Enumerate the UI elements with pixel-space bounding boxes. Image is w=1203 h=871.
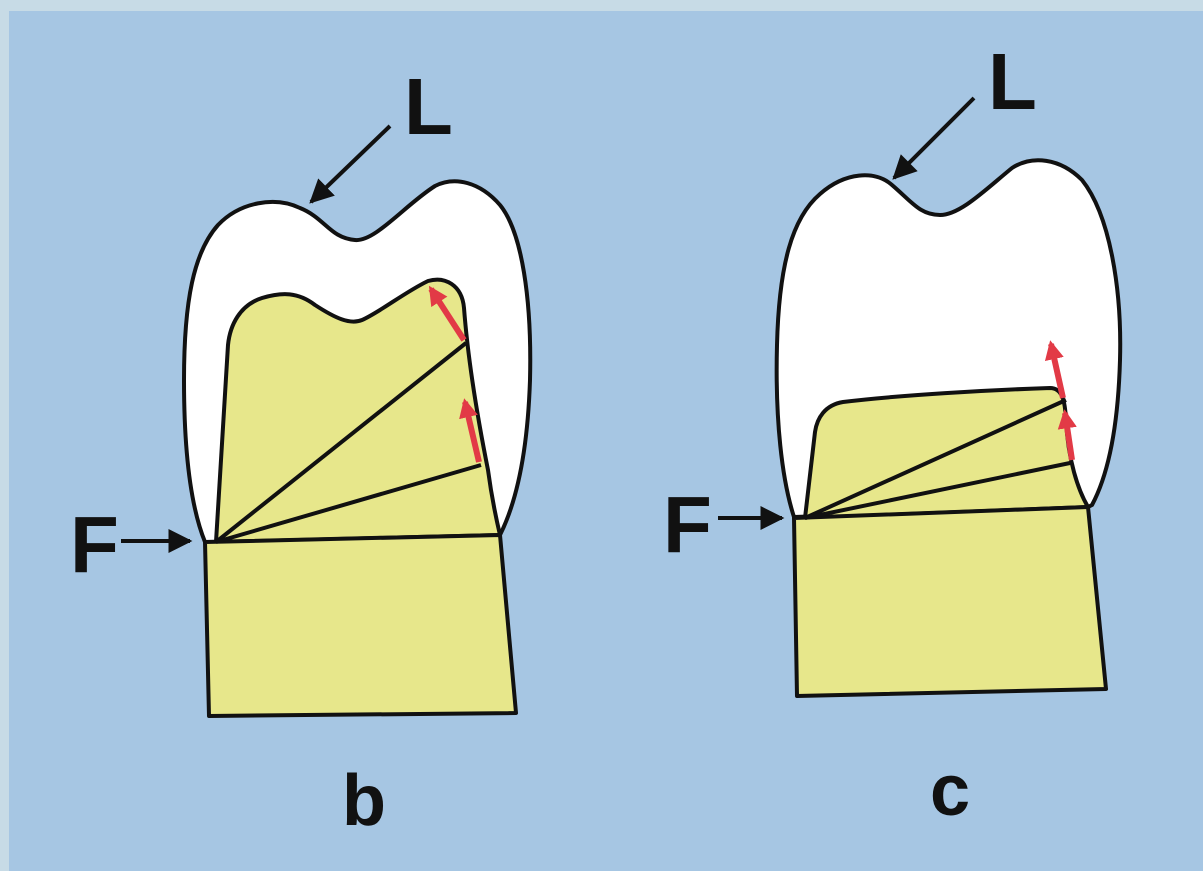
- base-block-c: [794, 507, 1106, 696]
- label-f-b: F: [70, 500, 119, 589]
- label-l-b: L: [404, 62, 453, 151]
- caption-b: b: [342, 761, 386, 841]
- label-f-c: F: [663, 480, 712, 569]
- caption-c: c: [930, 751, 970, 831]
- label-l-c: L: [988, 37, 1037, 126]
- base-block-b: [205, 535, 516, 716]
